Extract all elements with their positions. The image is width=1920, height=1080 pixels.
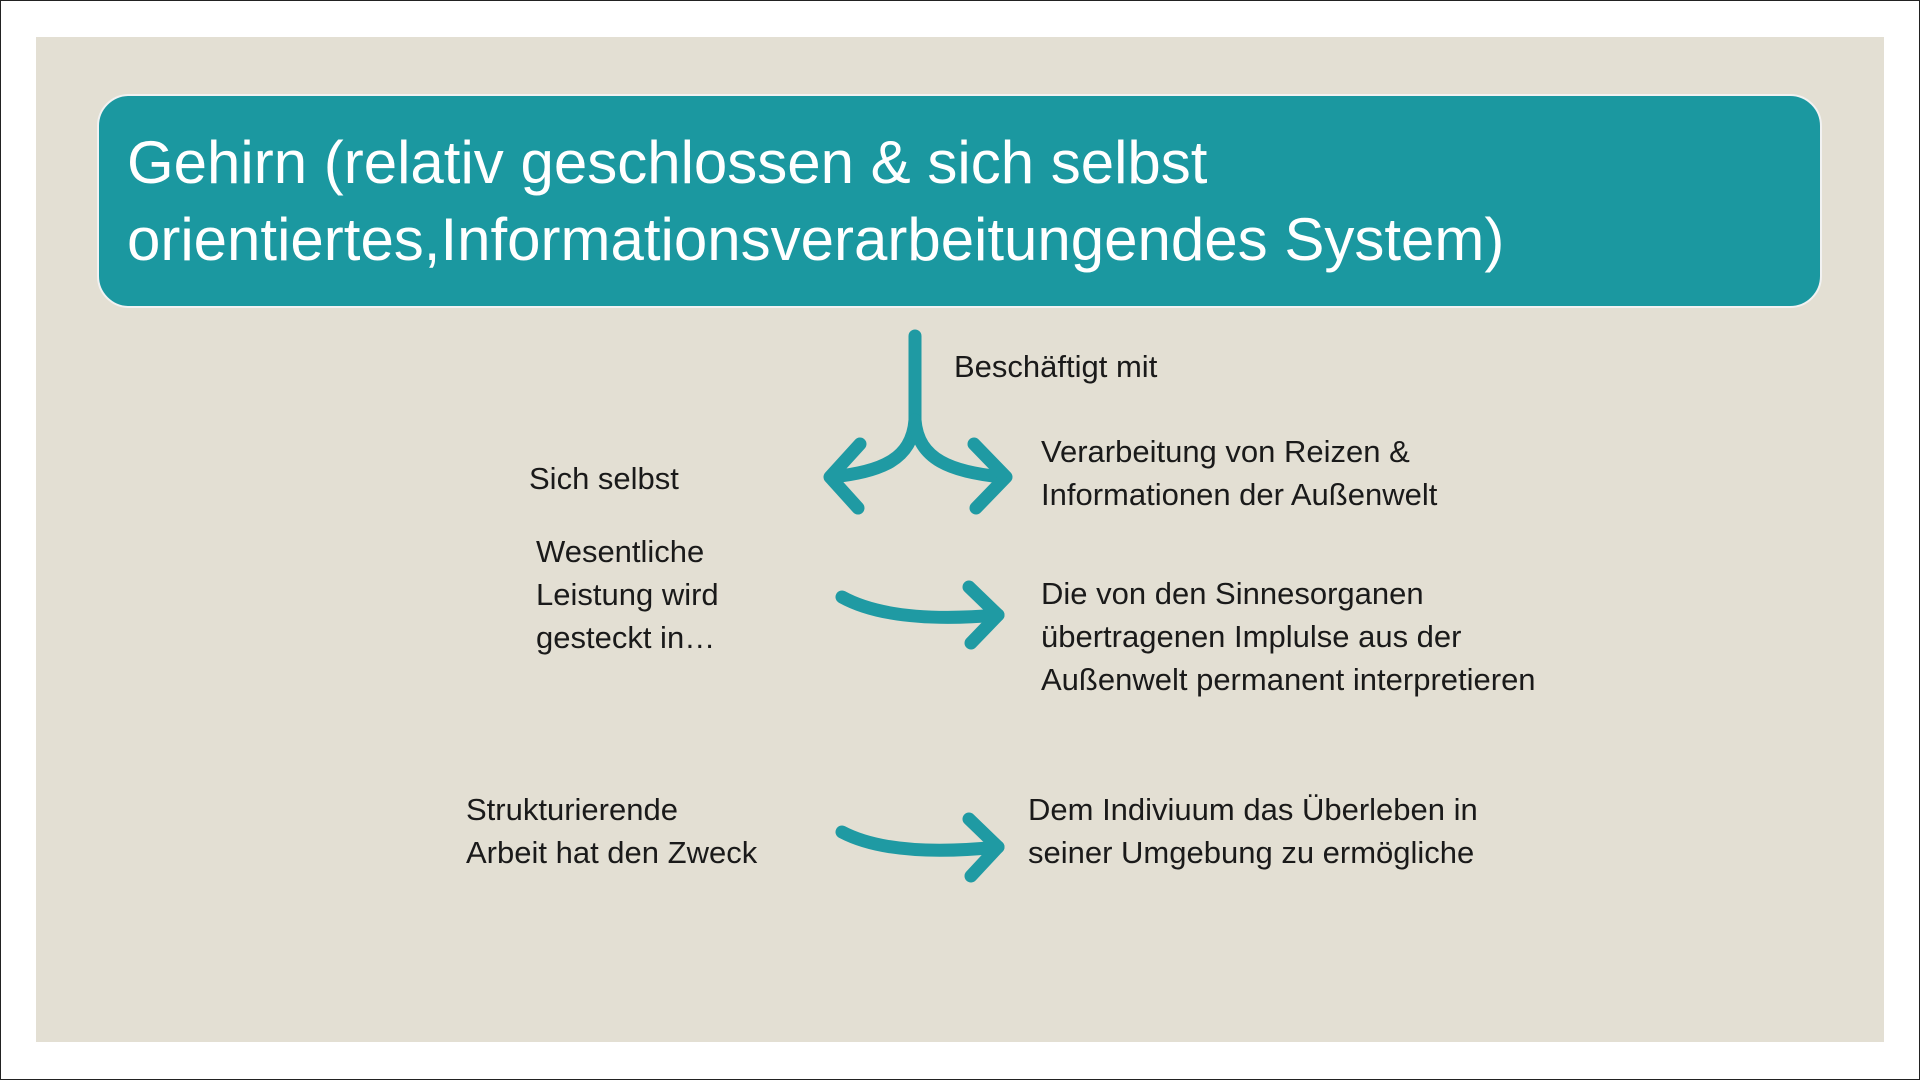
title-line-2: orientiertes,Informationsverarbeitungend… xyxy=(127,206,1505,273)
row3-left-text: Strukturierende Arbeit hat den Zweck xyxy=(466,788,757,874)
split-arrow-left-head xyxy=(823,437,867,515)
row3-arrow-shaft xyxy=(835,825,1005,857)
row2-left-text: Wesentliche Leistung wird gesteckt in… xyxy=(536,530,719,659)
row3-left-line-1: Strukturierende xyxy=(466,792,678,827)
row3-right-line-1: Dem Indiviuum das Überleben in xyxy=(1028,792,1478,827)
title-box: Gehirn (relativ geschlossen & sich selbs… xyxy=(97,94,1822,308)
right-branch-line-1: Verarbeitung von Reizen & xyxy=(1041,434,1410,469)
row3-left-line-2: Arbeit hat den Zweck xyxy=(466,835,758,870)
row3-right-text: Dem Indiviuum das Überleben in seiner Um… xyxy=(1028,788,1478,874)
row3-arrow-head xyxy=(962,812,1005,883)
right-branch-text: Verarbeitung von Reizen & Informationen … xyxy=(1041,430,1437,516)
title-line-1: Gehirn (relativ geschlossen & sich selbs… xyxy=(127,129,1208,196)
split-arrow-right-head xyxy=(967,437,1013,515)
row2-arrow-shaft xyxy=(835,590,1005,624)
arrow-right-icon-row2 xyxy=(835,580,1005,650)
arrow-right-icon-row3 xyxy=(835,812,1005,883)
row3-right-line-2: seiner Umgebung zu ermögliche xyxy=(1028,835,1475,870)
split-arrow-right-branch xyxy=(908,413,1009,484)
row2-right-line-3: Außenwelt permanent interpretieren xyxy=(1041,662,1536,697)
row2-left-line-2: Leistung wird xyxy=(536,577,719,612)
left-branch-label: Sich selbst xyxy=(529,461,679,496)
row2-right-line-2: übertragenen Implulse aus der xyxy=(1041,619,1462,654)
row2-right-text: Die von den Sinnesorganen übertragenen I… xyxy=(1041,572,1536,701)
slide-title: Gehirn (relativ geschlossen & sich selbs… xyxy=(127,124,1787,278)
branch-label: Beschäftigt mit xyxy=(954,349,1158,384)
row2-left-line-3: gesteckt in… xyxy=(536,620,716,655)
row2-arrow-head xyxy=(962,580,1005,650)
right-branch-line-2: Informationen der Außenwelt xyxy=(1041,477,1438,512)
split-arrow-icon xyxy=(823,329,1013,515)
row2-right-line-1: Die von den Sinnesorganen xyxy=(1041,576,1424,611)
row2-left-line-1: Wesentliche xyxy=(536,534,705,569)
